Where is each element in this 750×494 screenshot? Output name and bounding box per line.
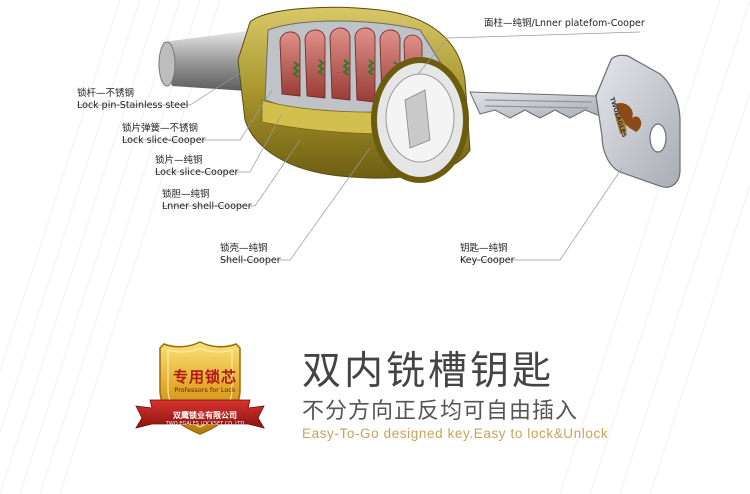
headline: 双内铣槽钥匙 bbox=[302, 349, 555, 394]
callout-lock-slice: 锁片—纯铜 Lock slice-Cooper bbox=[155, 155, 238, 179]
callout-lock-slice-cn: 锁片—纯铜 bbox=[155, 155, 203, 166]
tagline: Easy-To-Go designed key.Easy to lock&Unl… bbox=[302, 426, 609, 441]
lock-pin-rod bbox=[158, 30, 262, 92]
badge-subtitle: Professors for Lock bbox=[174, 386, 236, 394]
callout-shell-en: Shell-Cooper bbox=[220, 255, 281, 266]
callout-lock-slice-spring: 锁片弹簧—不锈钢 Lock slice-Cooper bbox=[122, 123, 205, 147]
lock-front-face bbox=[371, 57, 469, 183]
callout-shell: 锁壳—纯铜 Shell-Cooper bbox=[220, 243, 281, 267]
callout-lock-slice-en: Lock slice-Cooper bbox=[155, 167, 239, 178]
callout-lock-pin: 锁杆—不锈钢 Lock pin-Stainless steel bbox=[77, 88, 188, 112]
callout-leader-lines bbox=[77, 31, 641, 261]
callout-key-en: Key-Cooper bbox=[460, 255, 515, 266]
badge-title: 专用锁芯 bbox=[172, 368, 237, 386]
key-illustration: TWOEAGLES bbox=[469, 54, 681, 188]
callout-inner-shell-en: Lnner shell-Cooper bbox=[162, 201, 252, 212]
subline: 不分方向正反均可自由插入 bbox=[302, 399, 579, 424]
callout-lock-pin-cn: 锁杆—不锈钢 bbox=[77, 88, 135, 99]
callout-shell-cn: 锁壳—纯铜 bbox=[220, 243, 268, 254]
callout-lock-pin-en: Lock pin-Stainless steel bbox=[77, 100, 189, 111]
callout-inner-platform: 面柱—纯铜/Lnner platefom-Cooper bbox=[484, 18, 645, 30]
badge-company-cn: 双鹰锁业有限公司 bbox=[173, 411, 237, 420]
callout-key: 钥匙—纯铜 Key-Cooper bbox=[460, 243, 515, 267]
callout-inner-shell: 锁胆—纯铜 Lnner shell-Cooper bbox=[162, 189, 252, 213]
callout-inner-shell-cn: 锁胆—纯铜 bbox=[162, 189, 210, 200]
badge-company-en: TWO EGALES LOCKSET CO.,LTD bbox=[165, 421, 245, 427]
callout-key-cn: 钥匙—纯铜 bbox=[460, 243, 508, 254]
dedicated-lock-core-badge bbox=[135, 341, 265, 435]
lock-slices bbox=[279, 27, 423, 105]
callout-inner-platform-text: 面柱—纯铜/Lnner platefom-Cooper bbox=[484, 18, 645, 29]
callout-lock-slice-spring-cn: 锁片弹簧—不锈钢 bbox=[122, 123, 199, 134]
callout-lock-slice-spring-en: Lock slice-Cooper bbox=[122, 135, 206, 146]
